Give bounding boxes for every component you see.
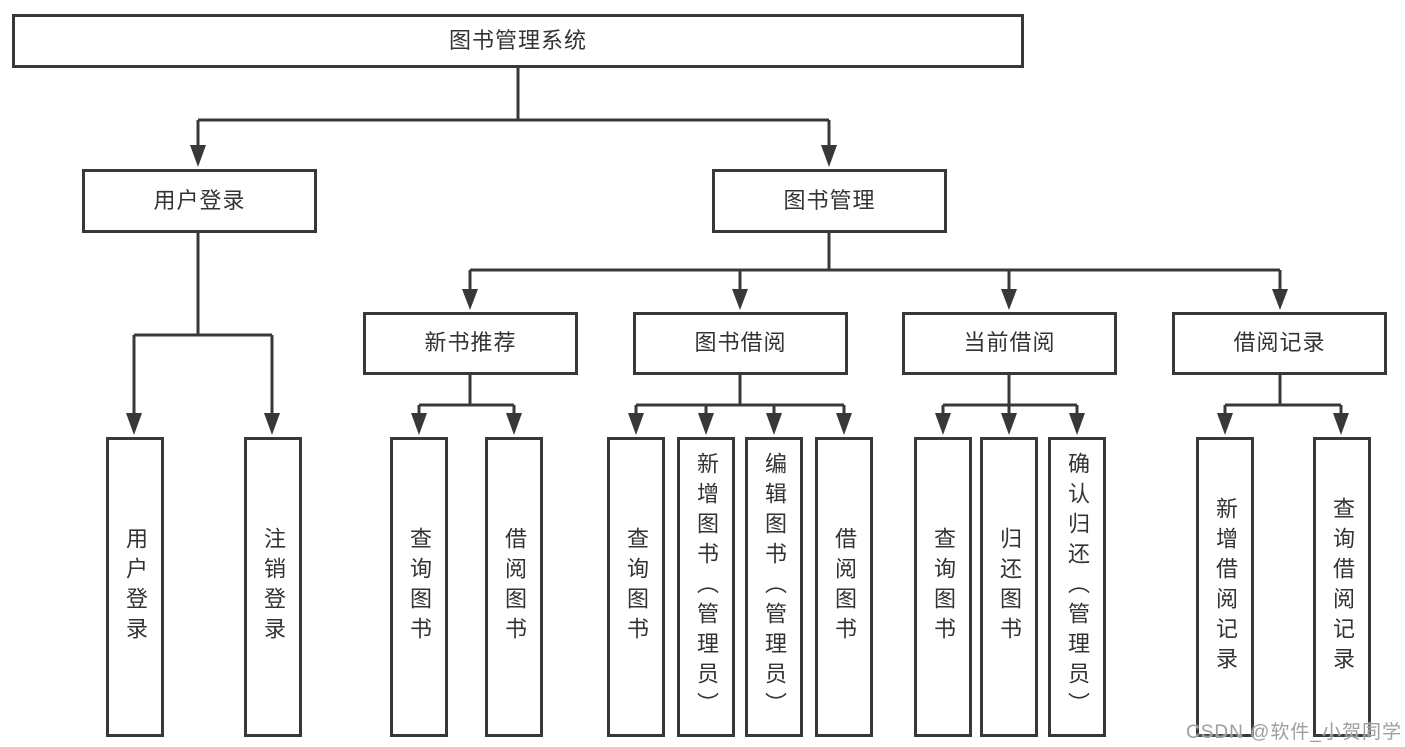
- leaf-records-query-record: 查询借阅记录: [1313, 437, 1371, 737]
- leaf-current-confirm-return-admin: 确认归还（管理员）: [1048, 437, 1106, 737]
- leaf-borrowing-edit-books-admin: 编辑图书（管理员）: [745, 437, 803, 737]
- watermark-text: CSDN @软件_小贺同学: [1186, 722, 1402, 743]
- leaf-borrowing-borrow-books: 借阅图书: [815, 437, 873, 737]
- leaf-current-return-books: 归还图书: [980, 437, 1038, 737]
- connector-book-management-to-level3: [468, 233, 1282, 294]
- leaf-user-login: 用户登录: [106, 437, 164, 737]
- node-new-book-recommend: 新书推荐: [363, 312, 578, 375]
- connector-borrow-records-to-leaves: [1223, 375, 1343, 420]
- node-borrow-records: 借阅记录: [1172, 312, 1387, 375]
- leaf-recommend-borrow-books: 借阅图书: [485, 437, 543, 737]
- connector-current-borrowing-to-leaves: [941, 375, 1079, 420]
- leaf-recommend-query-books: 查询图书: [390, 437, 448, 737]
- leaf-borrowing-query-books: 查询图书: [607, 437, 665, 737]
- leaf-logout-login: 注销登录: [244, 437, 302, 737]
- node-current-borrowing: 当前借阅: [902, 312, 1117, 375]
- leaf-borrowing-add-books-admin: 新增图书（管理员）: [677, 437, 735, 737]
- connector-root-to-level2: [196, 68, 831, 150]
- connector-new-book-recommend-to-leaves: [417, 375, 516, 420]
- node-book-borrowing: 图书借阅: [633, 312, 848, 375]
- node-library-system: 图书管理系统: [12, 14, 1024, 68]
- connector-book-borrowing-to-leaves: [634, 375, 846, 420]
- leaf-current-query-books: 查询图书: [914, 437, 972, 737]
- leaf-records-add-record: 新增借阅记录: [1196, 437, 1254, 737]
- node-book-management: 图书管理: [712, 169, 947, 233]
- node-user-login: 用户登录: [82, 169, 317, 233]
- connector-user-login-to-leaves: [132, 233, 274, 418]
- arrowhead-icons: [126, 145, 1349, 435]
